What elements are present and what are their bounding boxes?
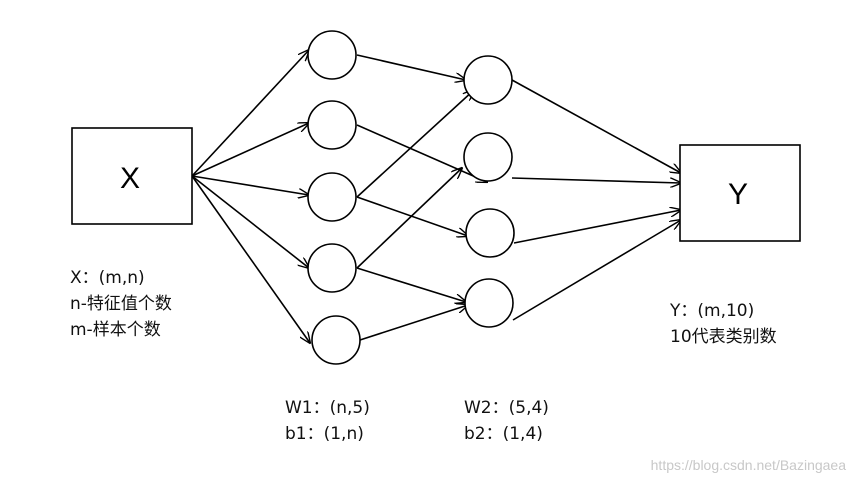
layer2-node — [463, 132, 513, 182]
output-box-label: Y — [728, 178, 748, 211]
connection-arrow — [511, 177, 681, 183]
layer1-node — [307, 243, 357, 293]
connection-arrow — [359, 305, 468, 341]
layer1-node — [307, 172, 357, 222]
input-shape: X：(m,n) — [70, 268, 145, 288]
w2-shape: W2：(5,4) — [464, 398, 549, 418]
w1-shape: W1：(n,5) — [285, 398, 370, 418]
connection-arrow — [191, 175, 309, 268]
connection-arrow — [191, 175, 310, 343]
input-feature-count: n-特征值个数 — [70, 294, 172, 314]
connection-arrow — [356, 124, 487, 182]
output-shape: Y：(m,10) — [670, 301, 755, 321]
edges — [191, 50, 681, 343]
connection-arrow — [356, 196, 468, 236]
connection-arrow — [356, 54, 466, 80]
output-box — [679, 144, 801, 242]
input-shape-desc: X：(m,n) n-特征值个数 m-样本个数 — [70, 265, 172, 343]
hidden-layer-2 — [463, 55, 515, 328]
layer1-node — [307, 30, 357, 80]
connection-arrow — [513, 210, 681, 244]
layer2-node — [464, 278, 514, 328]
b2-shape: b2：(1,4) — [464, 424, 543, 444]
connection-arrow — [191, 175, 309, 195]
connection-arrow — [191, 50, 309, 177]
input-sample-count: m-样本个数 — [70, 320, 161, 340]
input-box — [71, 127, 193, 225]
layer1-node — [311, 315, 361, 365]
connection-arrow — [356, 90, 474, 198]
b1-shape: b1：(1,n) — [285, 424, 364, 444]
connection-arrow — [191, 123, 309, 177]
layer1-params: W1：(n,5) b1：(1,n) — [285, 395, 370, 447]
watermark: https://blog.csdn.net/Bazingaea — [650, 457, 846, 473]
connection-arrow — [356, 267, 466, 302]
output-shape-desc: Y：(m,10) 10代表类别数 — [670, 298, 777, 350]
layer2-params: W2：(5,4) b2：(1,4) — [464, 395, 549, 447]
layer2-node — [465, 208, 515, 258]
output-class-count: 10代表类别数 — [670, 327, 777, 347]
input-box-label: X — [120, 162, 140, 195]
layer1-node — [307, 100, 357, 150]
hidden-layer-1 — [307, 30, 361, 365]
layer2-node — [463, 55, 513, 105]
connection-arrow — [511, 79, 681, 173]
connection-arrow — [512, 220, 681, 321]
connection-arrow — [356, 168, 462, 269]
